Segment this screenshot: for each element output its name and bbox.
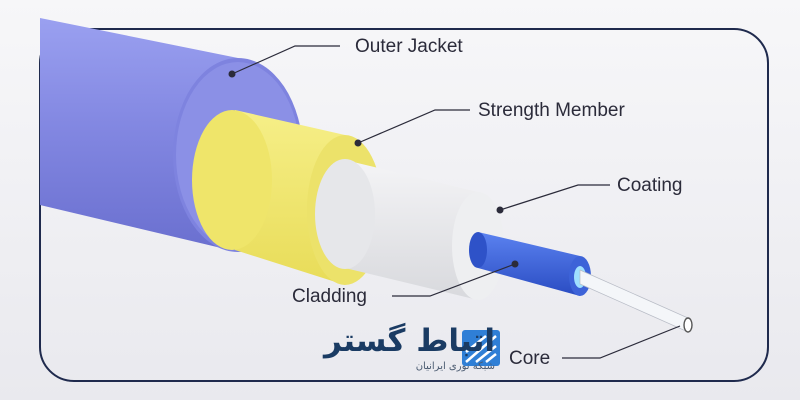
brand-name: اتباط گستر [323, 323, 495, 359]
label-coating: Coating [617, 175, 683, 196]
brand-logo-icon [462, 330, 500, 366]
dot-coating [496, 206, 504, 214]
leader-cladding [392, 263, 516, 297]
leader-outer-jacket [231, 45, 340, 75]
dot-outer-jacket [228, 70, 236, 78]
label-core: Core [509, 348, 551, 369]
dot-strength-member [354, 139, 362, 147]
leader-coating [499, 184, 610, 211]
strength-member-back [192, 110, 272, 250]
coating-back [315, 159, 375, 269]
leader-core [562, 325, 681, 359]
brand-tagline: شبکه نوری ایرانیان [415, 361, 495, 372]
core-end [683, 317, 693, 333]
cladding-body [478, 232, 580, 296]
leader-strength-member [357, 109, 470, 144]
label-cladding: Cladding [292, 286, 367, 307]
coating-body [345, 160, 478, 300]
cladding-back [469, 232, 487, 268]
label-outer-jacket: Outer Jacket [355, 36, 463, 57]
dot-cladding [511, 260, 519, 268]
label-strength-member: Strength Member [478, 100, 625, 121]
